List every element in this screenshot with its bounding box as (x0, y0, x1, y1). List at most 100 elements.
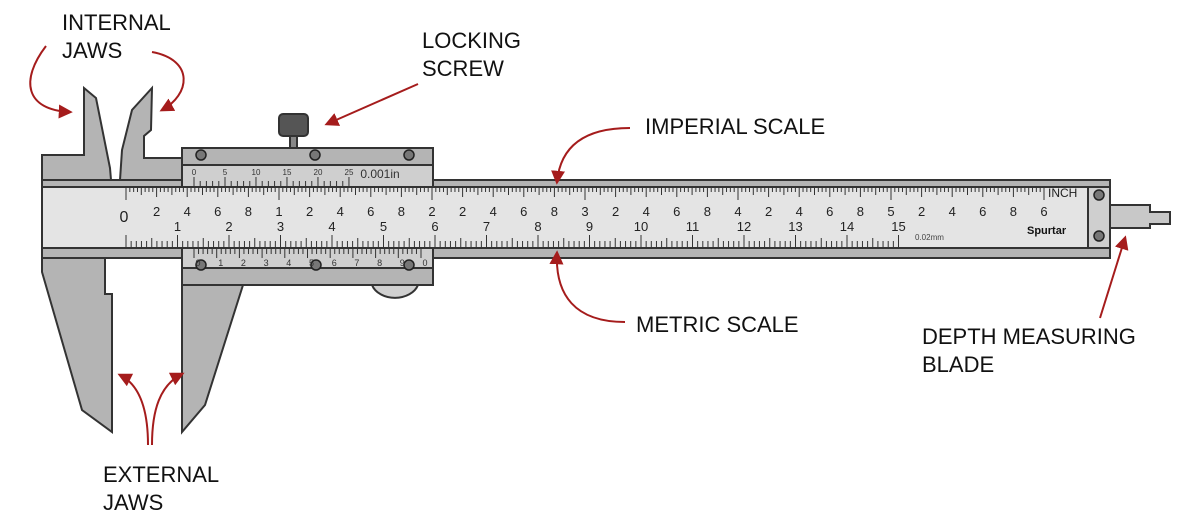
metric-scale-number: 14 (840, 219, 854, 234)
metric-scale-number: 5 (380, 219, 387, 234)
imperial-scale-number: 3 (581, 204, 588, 219)
internal-jaws-label-line1: INTERNAL (62, 10, 171, 35)
depth-blade-label-line1: DEPTH MEASURING (922, 324, 1136, 349)
vernier-inch-unit: 0.001in (360, 167, 399, 181)
metric-scale-number: 6 (431, 219, 438, 234)
main-scale-strip (41, 186, 1089, 249)
imperial-scale-number: 4 (734, 204, 741, 219)
internal-jaws-arrow-right (151, 51, 185, 112)
depth-blade-label-line2: BLADE (922, 352, 994, 377)
screw (403, 259, 415, 271)
screw (309, 149, 321, 161)
brand-logo: Spurtar (1027, 225, 1067, 237)
vernier-metric-number: 0 (195, 258, 200, 268)
imperial-scale-number: 4 (490, 204, 497, 219)
locking-screw-head[interactable] (278, 113, 309, 137)
metric-scale-number: 2 (225, 219, 232, 234)
imperial-scale-number: 8 (704, 204, 711, 219)
imperial-scale-number: 2 (612, 204, 619, 219)
vernier-metric-number: 4 (286, 258, 291, 268)
metric-scale-label: METRIC SCALE (636, 312, 799, 337)
imperial-scale-number: 6 (367, 204, 374, 219)
external-jaws-arrow-right (151, 372, 185, 446)
vernier-metric-number: 1 (218, 258, 223, 268)
screws (195, 149, 1105, 271)
imperial-scale-number: 4 (796, 204, 803, 219)
vernier-metric-number: 3 (264, 258, 269, 268)
metric-scale-number: 15 (891, 219, 905, 234)
vernier-metric-number: 2 (241, 258, 246, 268)
vernier-inch-plate (181, 164, 434, 188)
imperial-scale-number: 4 (337, 204, 344, 219)
imperial-scale-number: 8 (245, 204, 252, 219)
imperial-scale-number: 8 (398, 204, 405, 219)
imperial-scale-number: 6 (1040, 204, 1047, 219)
slider-lower-plate[interactable] (181, 267, 434, 286)
imperial-scale-number: 4 (643, 204, 650, 219)
metric-scale-number: 4 (328, 219, 335, 234)
imperial-scale-number: 1 (275, 204, 282, 219)
metric-scale-number: 9 (586, 219, 593, 234)
imperial-scale-label: IMPERIAL SCALE (645, 114, 825, 139)
imperial-scale-number: 2 (765, 204, 772, 219)
fixed-external-jaw (41, 247, 183, 434)
thumb-wheel[interactable] (370, 284, 420, 299)
metric-scale-arrow (549, 250, 626, 323)
vernier-metric-number: 5 (309, 258, 314, 268)
imperial-scale-number: 4 (949, 204, 956, 219)
imperial-scale-number: 6 (673, 204, 680, 219)
metric-scale-number: 3 (277, 219, 284, 234)
metric-scale-number: 10 (634, 219, 648, 234)
vernier-inch-number: 20 (314, 168, 323, 177)
locking-screw-label-line1: LOCKING (422, 28, 521, 53)
screw (195, 149, 207, 161)
imperial-scale-number: 8 (551, 204, 558, 219)
vernier-inch-number: 25 (345, 168, 354, 177)
vernier-inch-number: 0 (192, 168, 197, 177)
screw (195, 259, 207, 271)
imperial-scale-number: 2 (306, 204, 313, 219)
beam-end-cap (1087, 186, 1111, 249)
imperial-scale-number: 2 (918, 204, 925, 219)
imperial-scale-number: 5 (887, 204, 894, 219)
metric-scale-number: 11 (686, 219, 700, 234)
depth-measuring-blade (1107, 204, 1171, 229)
imperial-scale-number: 6 (520, 204, 527, 219)
imperial-scale-number: 6 (979, 204, 986, 219)
vernier-inch-number: 15 (283, 168, 292, 177)
internal-jaws-label-line2: JAWS (62, 38, 122, 63)
vernier-metric-number: 8 (377, 258, 382, 268)
vernier-inch-number: 5 (223, 168, 228, 177)
screw (1093, 189, 1105, 201)
imperial-scale-number: 6 (214, 204, 221, 219)
imperial-scale-number: 8 (857, 204, 864, 219)
metric-scale-number: 12 (737, 219, 751, 234)
screw (310, 259, 322, 271)
imperial-scale-number: 2 (153, 204, 160, 219)
imperial-scale-number: 2 (428, 204, 435, 219)
vernier-metric-number: 9 (400, 258, 405, 268)
imperial-scale-number: 0 (120, 209, 129, 226)
vernier-metric-number: 6 (332, 258, 337, 268)
metric-scale-number: 1 (174, 219, 181, 234)
external-jaws-label-line1: EXTERNAL (103, 462, 219, 487)
inch-unit: INCH (1048, 186, 1077, 200)
imperial-scale-number: 2 (459, 204, 466, 219)
vernier-metric-number: 0 (422, 258, 427, 268)
vernier-metric-number: 7 (354, 258, 359, 268)
imperial-scale-arrow (551, 127, 631, 185)
imperial-scale-number: 8 (1010, 204, 1017, 219)
movable-external-jaw (181, 284, 245, 435)
screw (1093, 230, 1105, 242)
metric-unit: 0.02mm (915, 233, 944, 242)
vernier-inch-number: 10 (252, 168, 261, 177)
metric-scale-number: 8 (534, 219, 541, 234)
external-jaws-arrow-left (117, 373, 149, 446)
locking-screw-label-line2: SCREW (422, 56, 504, 81)
external-jaws-label-line2: JAWS (103, 490, 163, 515)
internal-jaws-arrow-left (29, 45, 73, 119)
imperial-scale-number: 4 (184, 204, 191, 219)
metric-scale-number: 7 (483, 219, 490, 234)
